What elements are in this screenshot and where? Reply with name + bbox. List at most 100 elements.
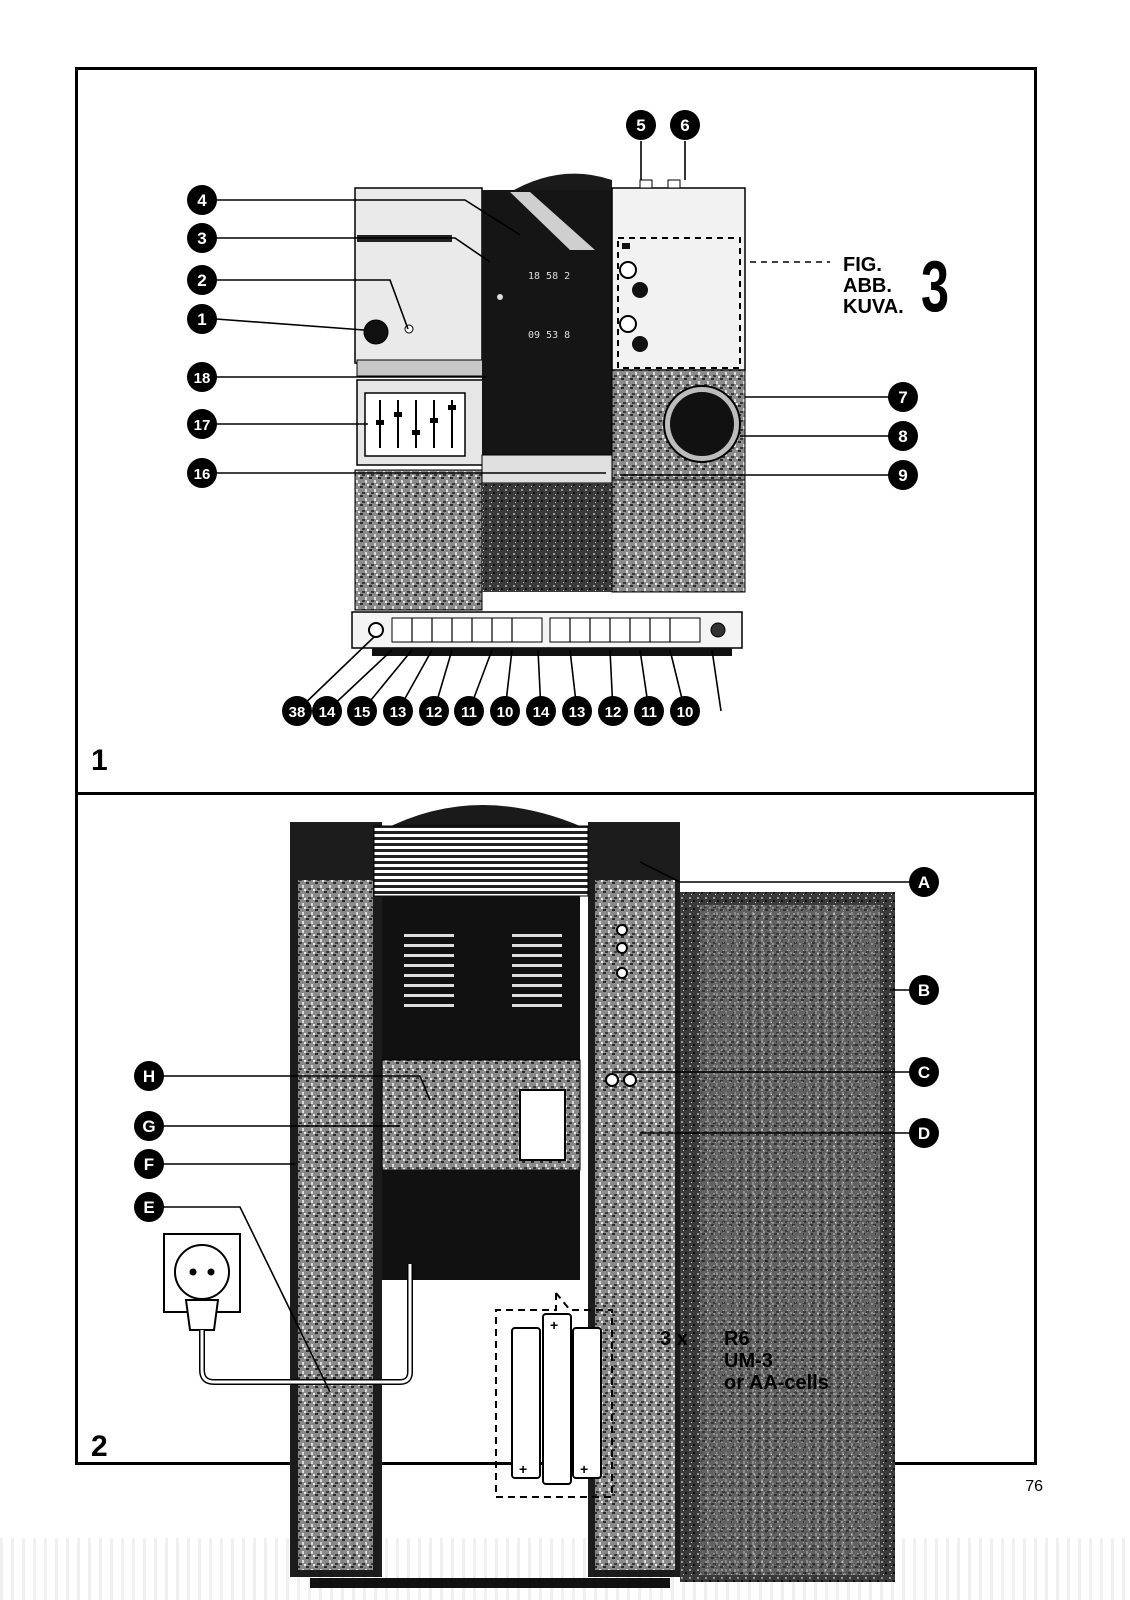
callout-9-8: 9: [888, 460, 918, 490]
display-readout-top: 18 58 2: [528, 271, 570, 282]
figure-divider: [75, 792, 1037, 795]
callout-10-18: 10: [490, 696, 520, 726]
svg-text:10: 10: [497, 704, 514, 721]
callout-7-6: 7: [888, 382, 918, 412]
svg-text:8: 8: [898, 427, 907, 446]
callout-5-4: 5: [626, 110, 656, 140]
svg-text:13: 13: [390, 704, 407, 721]
heat-sink: [373, 825, 589, 897]
callout-16-9: 16: [187, 458, 217, 488]
svg-text:1: 1: [197, 310, 206, 329]
cd-door: [482, 483, 612, 592]
battery-compartment: [519, 1089, 566, 1161]
svg-text:11: 11: [461, 704, 477, 721]
battery-type-r6: R6: [724, 1328, 750, 1350]
svg-text:14: 14: [319, 704, 336, 721]
svg-text:2: 2: [197, 271, 206, 290]
power-button: [363, 319, 389, 345]
callout-12-21: 12: [598, 696, 628, 726]
callout-h-7: H: [134, 1061, 164, 1091]
panel-number-1: 1: [91, 744, 108, 777]
callout-b-1: B: [909, 975, 939, 1005]
right-unit: [611, 187, 746, 371]
rear-panel: [382, 896, 580, 1060]
rear-view: + + +: [163, 805, 910, 1588]
battery-type-aa: or AA-cells: [724, 1372, 829, 1394]
svg-text:12: 12: [605, 704, 622, 721]
power-plug: [184, 1299, 220, 1331]
callout-18-11: 18: [187, 362, 217, 392]
svg-text:6: 6: [680, 116, 689, 135]
figure-reference: FIG. ABB. KUVA. 3: [843, 251, 949, 323]
fig-ref-line-fig: FIG.: [843, 254, 882, 276]
svg-text:+: +: [580, 1461, 588, 1477]
svg-text:38: 38: [289, 704, 306, 721]
callout-2-1: 2: [187, 265, 217, 295]
control-panel-callout-box: [617, 237, 741, 369]
callout-14-19: 14: [526, 696, 556, 726]
callout-14-13: 14: [312, 696, 342, 726]
callout-d-3: D: [909, 1118, 939, 1148]
battery-count: 3 x: [660, 1328, 688, 1350]
callout-a-0: A: [909, 867, 939, 897]
svg-text:11: 11: [641, 704, 657, 721]
page-number: 76: [1025, 1478, 1043, 1495]
svg-text:A: A: [918, 873, 930, 892]
fig-ref-line-kuva: KUVA.: [843, 296, 904, 318]
panel-number-2: 2: [91, 1430, 108, 1463]
svg-text:C: C: [918, 1063, 930, 1082]
batteries: [511, 1313, 602, 1485]
power-cord: [200, 1264, 412, 1384]
callout-1-0: 1: [187, 304, 217, 334]
svg-text:E: E: [143, 1198, 154, 1217]
svg-text:+: +: [550, 1317, 558, 1333]
callout-11-22: 11: [634, 696, 664, 726]
svg-text:15: 15: [354, 704, 371, 721]
volume-knob-inner: [670, 392, 734, 456]
headphone-jack: [368, 622, 384, 638]
callout-11-17: 11: [454, 696, 484, 726]
callout-13-15: 13: [383, 696, 413, 726]
svg-text:3: 3: [197, 229, 206, 248]
callout-f-5: F: [134, 1149, 164, 1179]
svg-text:17: 17: [194, 417, 211, 434]
leader-lines-fig2: [163, 861, 910, 1393]
callout-8-7: 8: [888, 421, 918, 451]
fig-ref-number: 3: [921, 247, 950, 327]
callout-12-16: 12: [419, 696, 449, 726]
callout-13-20: 13: [562, 696, 592, 726]
svg-text:D: D: [918, 1124, 930, 1143]
svg-text:B: B: [918, 981, 930, 1000]
callout-3-2: 3: [187, 223, 217, 253]
svg-text:F: F: [144, 1155, 154, 1174]
callout-38-12: 38: [282, 696, 312, 726]
tray-handle: [481, 454, 613, 484]
svg-text:4: 4: [197, 191, 207, 210]
svg-text:13: 13: [569, 704, 586, 721]
callout-4-3: 4: [187, 185, 217, 215]
scan-noise: [0, 1538, 1130, 1600]
svg-text:H: H: [143, 1067, 155, 1086]
callout-g-6: G: [134, 1111, 164, 1141]
front-view: 18 58 2 09 53 8: [215, 141, 889, 712]
battery-callout-box: [495, 1292, 613, 1498]
svg-text:G: G: [142, 1117, 155, 1136]
svg-text:9: 9: [898, 466, 907, 485]
callout-6-5: 6: [670, 110, 700, 140]
callout-17-10: 17: [187, 409, 217, 439]
svg-text:12: 12: [426, 704, 443, 721]
callout-e-4: E: [134, 1192, 164, 1222]
callout-10-23: 10: [670, 696, 700, 726]
display-readout-bottom: 09 53 8: [528, 330, 570, 341]
svg-text:+: +: [519, 1461, 527, 1477]
fig-ref-line-abb: ABB.: [843, 275, 892, 297]
callout-15-14: 15: [347, 696, 377, 726]
svg-text:10: 10: [677, 704, 694, 721]
svg-text:5: 5: [636, 116, 645, 135]
svg-text:14: 14: [533, 704, 550, 721]
svg-text:18: 18: [194, 370, 211, 387]
svg-text:7: 7: [898, 388, 907, 407]
battery-type-um3: UM-3: [724, 1350, 773, 1372]
